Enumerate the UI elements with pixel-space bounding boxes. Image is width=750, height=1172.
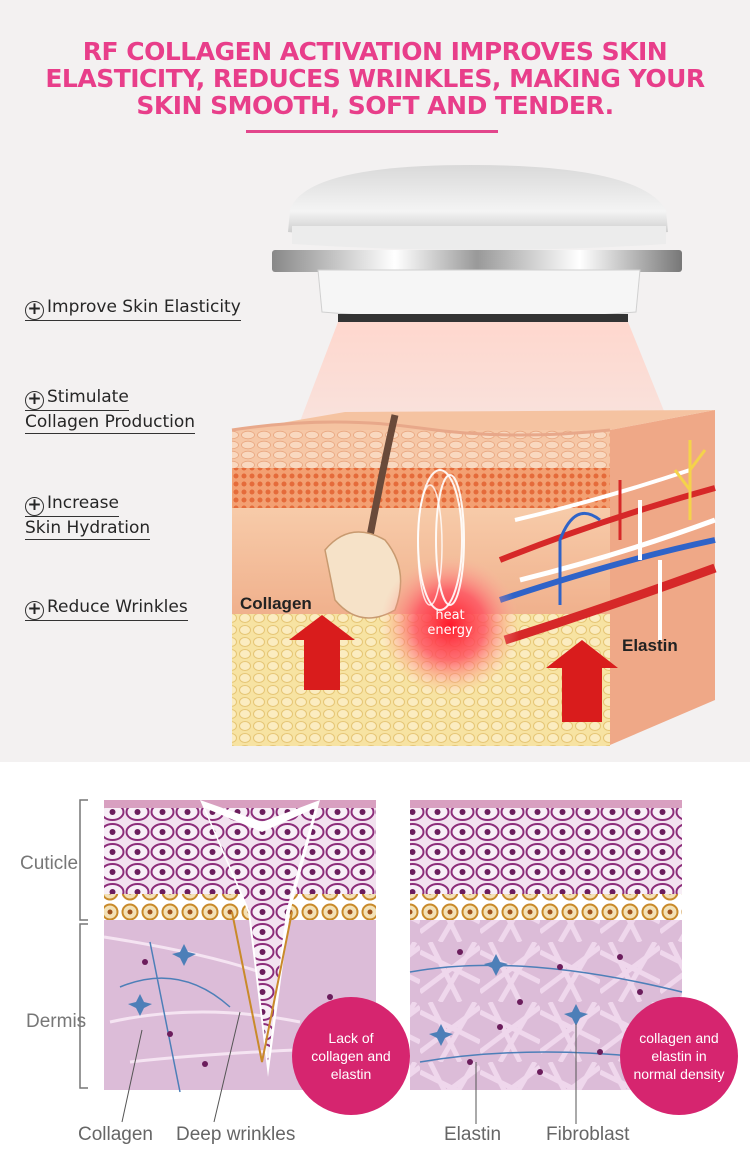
headline: RF COLLAGEN ACTIVATION IMPROVES SKIN ELA… — [30, 38, 720, 119]
benefit-increase-hydration: +Increase Skin Hydration — [25, 493, 151, 540]
up-arrow-icon — [546, 640, 618, 722]
heat-energy-label: heat energy — [410, 608, 490, 638]
plus-circle-icon: + — [25, 601, 44, 620]
headline-line-2: ELASTICITY, REDUCES WRINKLES, MAKING YOU… — [45, 64, 705, 93]
headline-line-3: SKIN SMOOTH, SOFT AND TENDER. — [136, 91, 614, 120]
benefit-stimulate-collagen: +Stimulate Collagen Production — [25, 387, 196, 434]
caption-fibroblast: Fibroblast — [546, 1124, 630, 1145]
normal-density-bubble: collagen and elastin in normal density — [620, 997, 738, 1115]
elastin-label: Elastin — [622, 636, 678, 655]
benefit-reduce-wrinkles: +Reduce Wrinkles — [25, 596, 188, 621]
dermis-label: Dermis — [26, 1011, 87, 1032]
benefit-improve-elasticity: +Improve Skin Elasticity — [25, 296, 241, 321]
headline-divider — [246, 130, 498, 133]
headline-line-1: RF COLLAGEN ACTIVATION IMPROVES SKIN — [82, 37, 668, 66]
caption-elastin: Elastin — [444, 1124, 502, 1145]
heat-label-line-1: heat — [435, 608, 465, 623]
cuticle-label: Cuticle — [20, 853, 79, 874]
caption-deep-wrinkles: Deep wrinkles — [176, 1124, 296, 1145]
plus-circle-icon: + — [25, 497, 44, 516]
skin-comparison-section: Cuticle Dermis Lack of collagen and elas… — [0, 762, 750, 1172]
product-section: RF COLLAGEN ACTIVATION IMPROVES SKIN ELA… — [0, 0, 750, 762]
rf-device-skin-illustration — [231, 165, 717, 746]
lack-of-collagen-bubble: Lack of collagen and elastin — [292, 997, 410, 1115]
collagen-label: Collagen — [240, 594, 312, 613]
heat-label-line-2: energy — [427, 623, 473, 638]
plus-circle-icon: + — [25, 391, 44, 410]
plus-circle-icon: + — [25, 301, 44, 320]
up-arrow-icon — [289, 615, 355, 690]
skin-cross-section-diagrams — [79, 799, 683, 1124]
caption-collagen: Collagen — [78, 1124, 153, 1145]
